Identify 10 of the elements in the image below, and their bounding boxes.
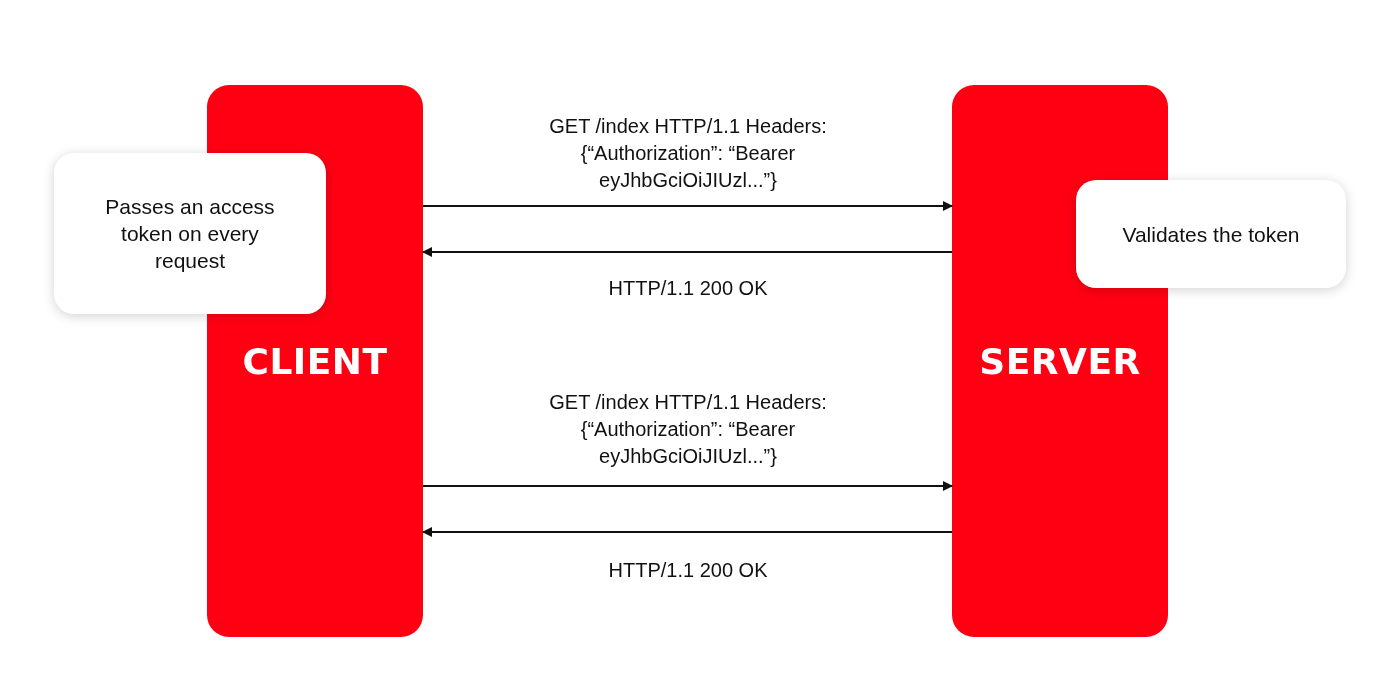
note-text: Passes an access token on every request xyxy=(104,194,276,274)
note-tooltip xyxy=(54,153,326,314)
arrow xyxy=(422,481,953,491)
note-text: Validates the token xyxy=(1122,221,1300,248)
note-tooltip xyxy=(1076,180,1346,288)
arrow xyxy=(422,527,953,537)
arrow xyxy=(422,201,953,211)
panel-title: SERVER xyxy=(979,340,1141,382)
panel-title: CLIENT xyxy=(242,340,388,382)
arrow xyxy=(422,247,953,257)
